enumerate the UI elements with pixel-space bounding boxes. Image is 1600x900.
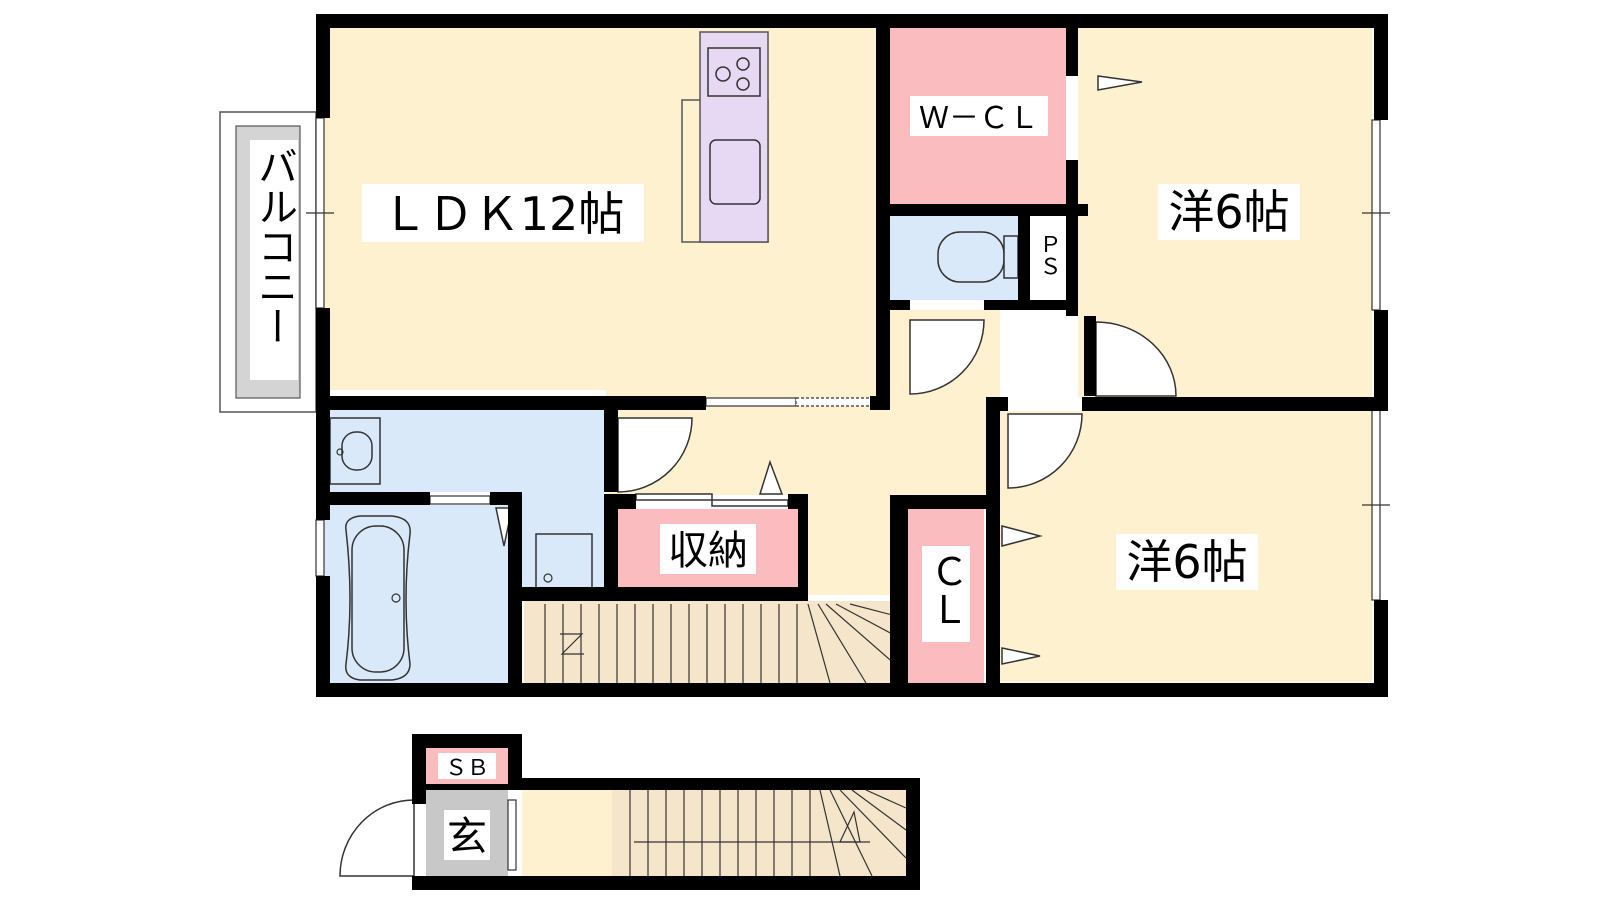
outer-wall-right-mid	[1374, 310, 1388, 410]
storage-left-wall	[604, 494, 618, 601]
burner-icon	[736, 57, 750, 71]
toilet-fixture	[937, 231, 1019, 283]
burner-icon	[715, 66, 731, 82]
kitchen-counter	[681, 31, 769, 243]
western-room-top-label: 洋6帖	[1168, 185, 1289, 239]
lower-corridor-top	[508, 778, 920, 790]
hallway-lower-floor	[808, 495, 896, 595]
bathtub-icon	[345, 515, 411, 681]
basin-icon	[341, 431, 373, 471]
washroom-fixtures	[329, 417, 593, 591]
storage-label: 収納	[668, 528, 748, 574]
lower-outer-left-low	[412, 800, 426, 804]
washroom-right-wall	[604, 410, 618, 492]
toilet-tank-icon	[1003, 235, 1019, 279]
stairs-lower	[629, 789, 907, 877]
entrance-side-window	[507, 799, 517, 871]
bathtub-inner-icon	[351, 525, 405, 673]
bathtub-drain-icon	[391, 593, 401, 603]
windows	[306, 117, 1390, 871]
burner-icon	[736, 77, 750, 91]
balcony-label: バルコニー	[251, 146, 297, 346]
room-labels: ＬＤＫ12帖 Ｗ－ＣＬ 洋6帖 洋6帖 ＰＳ 収納 ＣＬ バルコニー ＳＢ 玄	[251, 96, 1300, 860]
entrance-door	[339, 799, 415, 877]
western-bottom-door	[1007, 413, 1083, 489]
lower-corridor-right	[906, 778, 920, 890]
washing-machine-space-icon	[535, 533, 593, 591]
western-divider-wall	[1082, 397, 1388, 411]
cl-door-marker	[1001, 647, 1041, 665]
cl-top-wall	[890, 495, 1000, 509]
stairs-up-arrow	[839, 810, 861, 843]
toilet-bottom-wall	[876, 300, 910, 310]
western-bottom-left-wall	[986, 397, 1000, 697]
lower-outer-left	[412, 734, 426, 800]
storage-sliding-doors	[635, 493, 789, 507]
ldk-label: ＬＤＫ12帖	[382, 187, 625, 241]
stairs-upper	[544, 603, 897, 684]
toilet-icon	[937, 231, 1005, 283]
outer-wall-bottom	[316, 683, 1388, 697]
drain-icon	[543, 573, 553, 583]
outer-wall-right-top	[1374, 14, 1388, 120]
bathtub-fixture	[345, 515, 411, 681]
outer-wall-left-mid	[316, 308, 330, 520]
door-swings	[339, 319, 1177, 877]
storage-door-marker	[758, 459, 784, 495]
sink-icon	[709, 139, 761, 205]
outer-wall-top	[316, 14, 1388, 28]
balcony	[219, 111, 317, 413]
western-top-window	[1371, 119, 1381, 311]
ldk-hall-opening	[705, 397, 797, 407]
ps-left-wall	[1018, 216, 1030, 310]
stairs-direction-arrow	[560, 633, 584, 655]
entrance-label: 玄	[447, 814, 487, 860]
toilet-bottom-wall-2	[984, 300, 1078, 310]
bath-wall-window	[429, 495, 491, 505]
lower-outer-right-sb	[508, 734, 522, 790]
bath-top-wall	[316, 492, 430, 505]
faucet-icon	[336, 448, 344, 456]
lower-corridor-bottom	[412, 876, 920, 890]
washroom-door	[617, 417, 693, 493]
western-room-bottom-label: 洋6帖	[1126, 535, 1247, 589]
storage-bottom-wall	[508, 587, 808, 601]
closet-label: ＣＬ	[924, 552, 968, 628]
wcl-door-marker	[1097, 75, 1143, 91]
lower-sb-bottom	[412, 784, 522, 790]
wcl-right-wall-lower	[1066, 160, 1078, 316]
cl-left-wall	[890, 495, 908, 697]
walk-in-closet-label: Ｗ－ＣＬ	[919, 101, 1039, 136]
ps-label: ＰＳ	[1036, 233, 1061, 277]
western-top-door	[1095, 321, 1177, 397]
cl-door-marker	[1001, 525, 1043, 547]
toilet-door	[909, 319, 985, 395]
bath-right-wall	[508, 492, 522, 697]
stairs-upper-floor	[524, 601, 896, 683]
outer-wall-left-top	[316, 14, 330, 118]
walls	[316, 14, 1388, 890]
ldk-bottom-wall	[316, 396, 706, 410]
outer-wall-left-bottom	[316, 576, 330, 697]
shoe-box-label: ＳＢ	[445, 756, 489, 781]
bathroom-window	[315, 519, 325, 577]
ldk-hall-opening-2	[795, 397, 887, 407]
wcl-bottom-wall	[876, 204, 1088, 216]
wcl-right-wall	[1066, 14, 1078, 76]
balcony-label-bg	[250, 140, 298, 380]
stairs-lower-floor	[612, 790, 906, 876]
western-top-left-wall-low	[1084, 316, 1096, 396]
lower-outer-top-left	[412, 734, 522, 748]
storage-right-wall	[798, 494, 808, 601]
outer-wall-right-bottom	[1374, 600, 1388, 697]
room-fills	[324, 28, 1372, 876]
